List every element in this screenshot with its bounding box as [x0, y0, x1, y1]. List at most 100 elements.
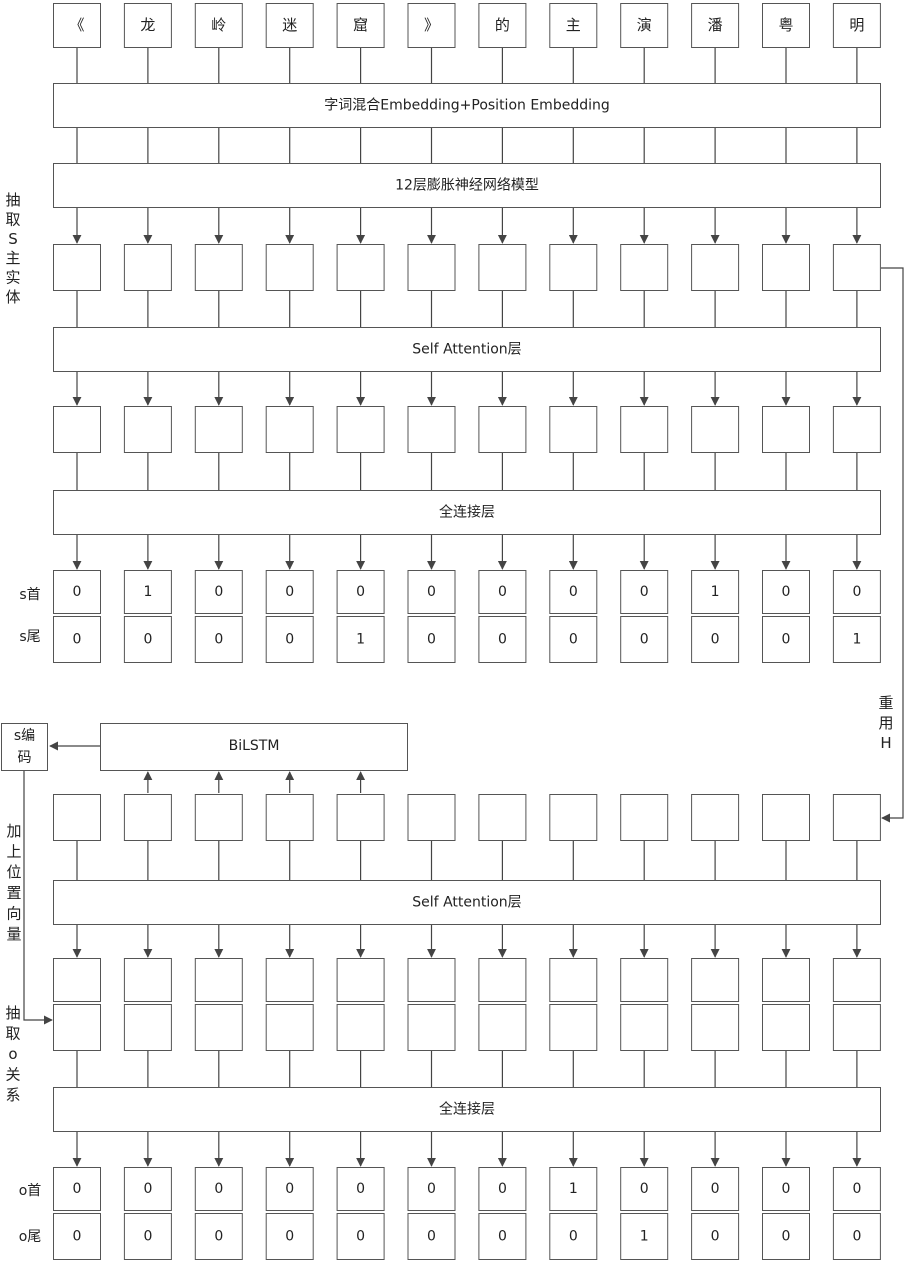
o-tail-cell	[123, 1213, 172, 1260]
s-tail-cell	[549, 616, 598, 663]
o-tail-value: 0	[852, 1229, 861, 1245]
self-attention-layer-bottom	[53, 880, 881, 925]
position-cell-lower	[478, 1004, 527, 1051]
extract-o-label: 取	[5, 1025, 20, 1043]
token-label: 岭	[211, 16, 226, 34]
position-cell-upper	[549, 958, 598, 1002]
encoding-cell	[123, 244, 172, 291]
extract-s-label: 主	[5, 249, 20, 267]
token-box	[407, 3, 456, 48]
o-tail-value: 0	[782, 1229, 791, 1245]
token-label: 潘	[708, 16, 723, 34]
add-position-label: 向	[6, 904, 21, 922]
s-head-cell	[478, 570, 527, 614]
s-head-cell	[265, 570, 314, 614]
position-cell-upper	[620, 958, 669, 1002]
add-position-label: 上	[6, 843, 21, 861]
token-box	[691, 3, 740, 48]
s-tail-value: 0	[73, 632, 82, 648]
encoding-cell	[53, 244, 101, 291]
o-tail-cell	[691, 1213, 740, 1260]
attention-output-cell	[194, 406, 243, 453]
s-tail-cell	[691, 616, 740, 663]
position-cell-upper	[691, 958, 740, 1002]
position-cell-lower	[762, 1004, 810, 1051]
bottom-encoding-cell	[407, 794, 456, 841]
encoding-cell	[336, 244, 385, 291]
position-cell-upper	[478, 958, 527, 1002]
s-head-value: 0	[427, 584, 436, 600]
token-label: 演	[637, 16, 652, 34]
s-head-cell	[549, 570, 598, 614]
s-tail-value: 0	[569, 632, 578, 648]
token-box	[832, 3, 881, 48]
o-tail-cell	[53, 1213, 101, 1260]
attention-output-cell	[478, 406, 527, 453]
encoding-cell	[762, 244, 810, 291]
position-cell-upper	[123, 958, 172, 1002]
bilstm-label: BiLSTM	[229, 738, 280, 754]
o-head-cell	[123, 1167, 172, 1211]
s-tail-cell	[407, 616, 456, 663]
embedding-layer	[53, 83, 881, 128]
o-tail-cell	[762, 1213, 810, 1260]
s-tail-cell	[762, 616, 810, 663]
encoding-cell	[549, 244, 598, 291]
o-tail-cell	[265, 1213, 314, 1260]
token-label: 的	[495, 16, 510, 34]
o-head-value: 0	[285, 1181, 294, 1197]
s-tail-value: 1	[852, 632, 861, 648]
token-label: 迷	[282, 16, 297, 34]
s-tail-value: 0	[285, 632, 294, 648]
token-box	[265, 3, 314, 48]
self-attention-layer-top-label: Self Attention层	[412, 342, 521, 358]
o-head-value: 0	[711, 1181, 720, 1197]
token-label: 《	[69, 16, 84, 34]
position-cell-lower	[123, 1004, 172, 1051]
token-label: 龙	[140, 16, 155, 34]
o-head-cell	[478, 1167, 527, 1211]
o-head-value: 0	[356, 1181, 365, 1197]
o-head-value: 0	[427, 1181, 436, 1197]
o-tail-value: 1	[640, 1229, 649, 1245]
dgcnn-layer-label: 12层膨胀神经网络模型	[395, 177, 539, 194]
o-tail-cell	[620, 1213, 669, 1260]
s-tail-cell	[265, 616, 314, 663]
s-tail-value: 0	[782, 632, 791, 648]
position-cell-upper	[265, 958, 314, 1002]
position-cell-upper	[336, 958, 385, 1002]
token-box	[620, 3, 669, 48]
position-cell-lower	[194, 1004, 243, 1051]
attention-output-cell	[336, 406, 385, 453]
add-position-label: 加	[6, 822, 21, 840]
token-box	[194, 3, 243, 48]
o-tail-row-label: o尾	[19, 1229, 42, 1245]
encoding-cell	[620, 244, 669, 291]
fully-connected-layer-top	[53, 490, 881, 535]
s-head-row-label: s首	[19, 587, 40, 603]
bottom-encoding-cell	[194, 794, 243, 841]
s-encode-label-line1: s编	[14, 728, 35, 744]
token-box	[123, 3, 172, 48]
reuse-h-label: H	[880, 734, 891, 752]
encoding-cell	[478, 244, 527, 291]
o-head-value: 0	[214, 1181, 223, 1197]
s-tail-cell	[832, 616, 881, 663]
s-tail-value: 0	[427, 632, 436, 648]
token-box	[53, 3, 101, 48]
s-head-cell	[762, 570, 810, 614]
reuse-h-arrow	[881, 267, 904, 823]
extract-s-label: 实	[5, 269, 20, 287]
self-attention-layer-bottom-label: Self Attention层	[412, 895, 521, 911]
s-tail-cell	[620, 616, 669, 663]
s-tail-value: 0	[498, 632, 507, 648]
s-head-value: 0	[498, 584, 507, 600]
s-encode-box	[1, 723, 48, 771]
attention-output-cell	[123, 406, 172, 453]
s-head-value: 0	[214, 584, 223, 600]
s-tail-row-label: s尾	[19, 629, 40, 645]
o-tail-value: 0	[73, 1229, 82, 1245]
bilstm-box	[100, 723, 408, 771]
s-head-value: 0	[285, 584, 294, 600]
position-cell-upper	[407, 958, 456, 1002]
